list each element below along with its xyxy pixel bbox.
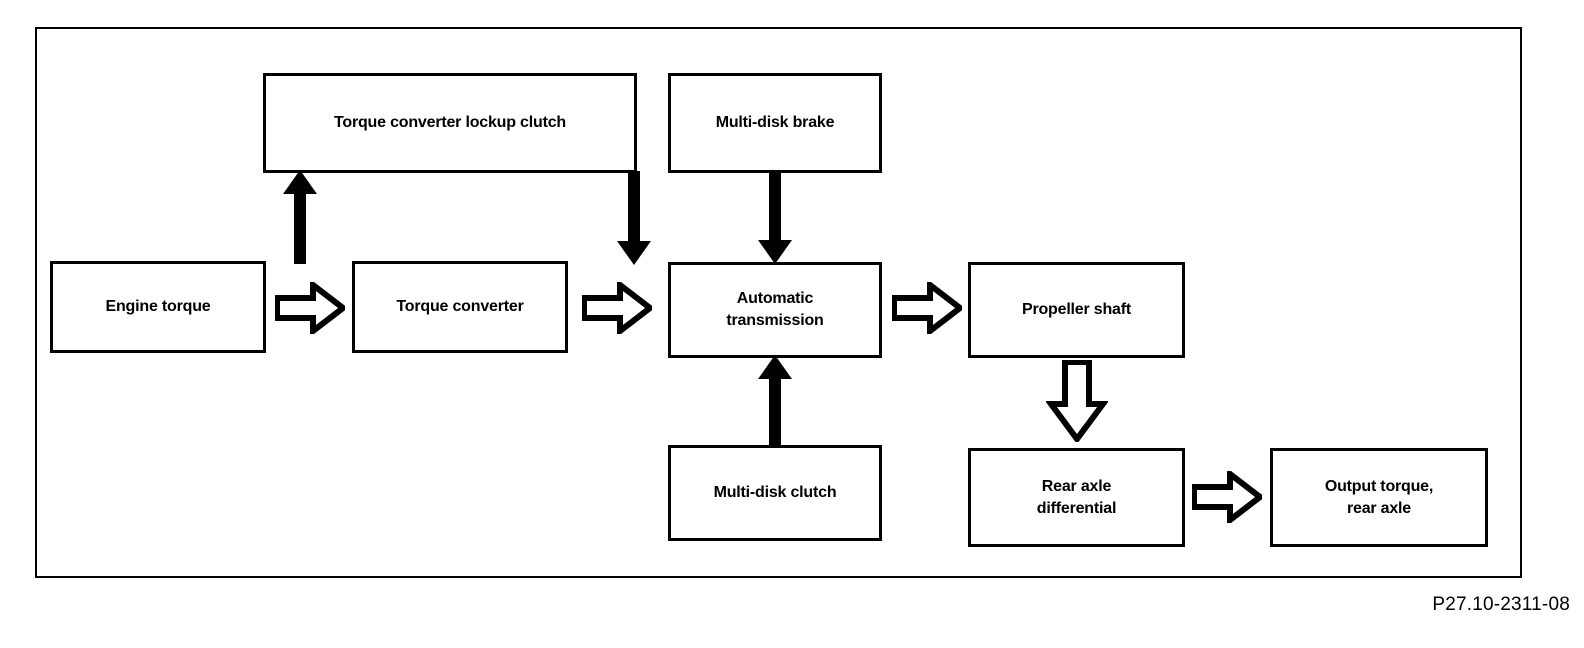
node-output-torque-rear-axle[interactable]: Output torque, rear axle [1270,448,1488,547]
node-label: Output torque, rear axle [1324,477,1434,517]
node-propeller-shaft[interactable]: Propeller shaft [968,262,1185,358]
node-automatic-transmission[interactable]: Automatic transmission [668,262,882,358]
diagram-frame: Torque converter lockup clutch Multi-dis… [35,27,1522,578]
node-multi-disk-clutch[interactable]: Multi-disk clutch [668,445,882,541]
node-label: Multi-disk brake [715,114,835,132]
node-label: Torque converter lockup clutch [334,114,566,132]
node-torque-converter-lockup-clutch[interactable]: Torque converter lockup clutch [263,73,637,173]
arrow-torque-converter-to-lockup-clutch [281,170,319,264]
node-label: Engine torque [105,298,211,316]
arrow-multi-disk-brake-to-transmission [756,171,794,264]
node-label: Rear axle differential [1036,477,1117,517]
arrow-rear-axle-differential-to-output-torque [1192,471,1262,523]
arrow-engine-to-converter [275,282,345,334]
node-label: Automatic transmission [726,290,824,329]
arrow-converter-to-transmission [582,282,652,334]
node-label: Torque converter [396,298,524,316]
node-label: Multi-disk clutch [713,484,837,502]
node-torque-converter[interactable]: Torque converter [352,261,568,353]
arrow-lockup-clutch-to-transmission [615,171,653,265]
arrow-transmission-to-propeller-shaft [892,282,962,334]
arrow-multi-disk-clutch-to-transmission [756,355,794,448]
node-engine-torque[interactable]: Engine torque [50,261,266,353]
arrow-propeller-shaft-to-rear-axle-differential [1046,360,1108,442]
node-multi-disk-brake[interactable]: Multi-disk brake [668,73,882,173]
figure-reference-number: P27.10-2311-08 [1432,594,1570,615]
node-rear-axle-differential[interactable]: Rear axle differential [968,448,1185,547]
node-label: Propeller shaft [1021,301,1132,319]
